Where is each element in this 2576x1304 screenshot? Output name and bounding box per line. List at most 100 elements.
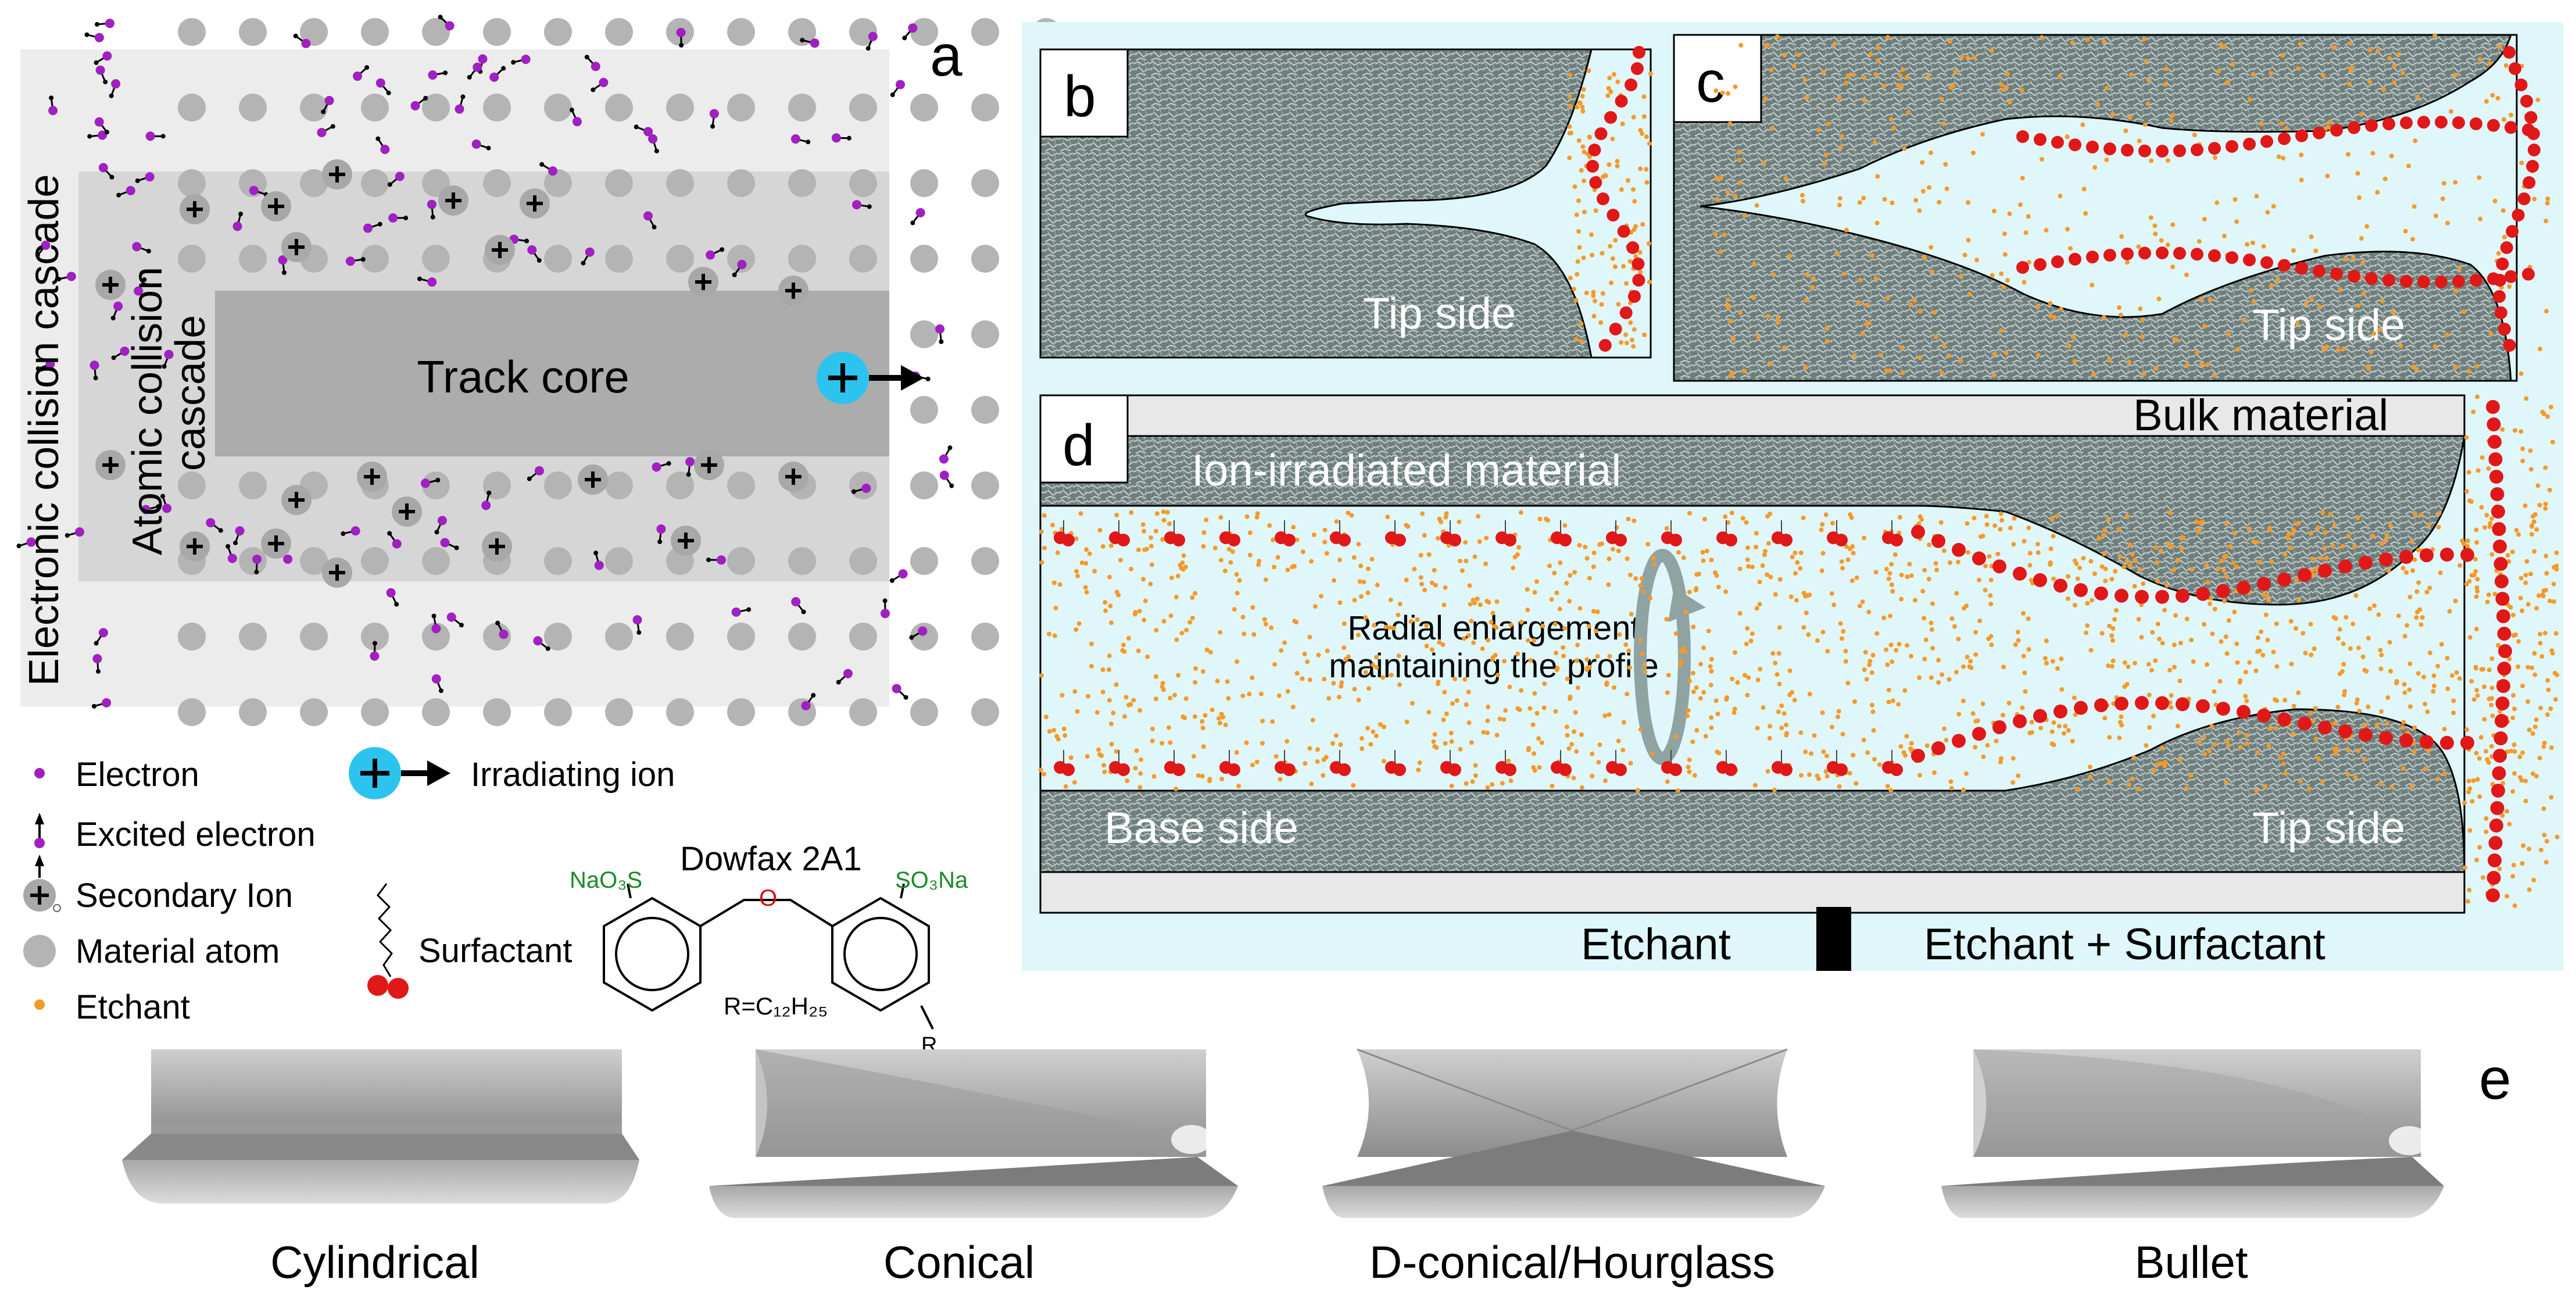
electron [345, 256, 355, 266]
electron [643, 211, 653, 221]
material-atom [788, 169, 816, 197]
material-atom [971, 169, 999, 197]
electron [632, 615, 642, 625]
legend-material-atom: Material atom [76, 933, 280, 970]
etchant-label: Etchant [1581, 920, 1731, 969]
panel-d: d Bulk material Ion-irradiated material … [1039, 391, 2466, 971]
bulk-material-top [1039, 394, 2466, 437]
electron [431, 674, 441, 684]
electron [499, 630, 509, 640]
electron [380, 145, 390, 155]
electron [386, 588, 396, 598]
material-atom [910, 169, 938, 197]
material-atom [910, 547, 938, 575]
electron [252, 554, 262, 564]
material-atom [910, 396, 938, 424]
electron [731, 607, 741, 617]
material-atom [849, 623, 877, 651]
panel-d-tip-side: Tip side [2252, 803, 2405, 853]
electron [908, 23, 918, 33]
material-atom [239, 18, 267, 46]
electron [145, 172, 155, 182]
atomic-cascade-label-line1: Atomic collision [124, 267, 171, 555]
bulk-material-label: Bulk material [2133, 391, 2388, 440]
panel-d-letter: d [1062, 413, 1095, 478]
electron [92, 653, 102, 663]
electron [98, 130, 108, 140]
dowfax-structure: Dowfax 2A1 O NaO₃S SO₃Na R=C₁₂H₂₅ R [570, 840, 968, 1058]
material-atom [666, 94, 694, 122]
material-atom-icon [23, 935, 56, 967]
dowfax-title: Dowfax 2A1 [680, 840, 862, 878]
material-atom [544, 18, 572, 46]
material-atom [178, 245, 206, 273]
electron [105, 19, 115, 28]
electron [868, 31, 878, 41]
excited-electrons [16, 15, 954, 710]
material-atom [178, 471, 206, 499]
material-atom [971, 547, 999, 575]
electron [48, 106, 58, 116]
surfactant-icon [367, 883, 409, 999]
material-atom [605, 94, 633, 122]
material-atom [361, 94, 389, 122]
material-atom [300, 169, 328, 197]
panel-b-tip-side: Tip side [1363, 289, 1516, 338]
panel-c-letter: c [1696, 49, 1725, 115]
electron [643, 127, 653, 137]
material-atom [239, 169, 267, 197]
electron [317, 127, 327, 137]
electron [935, 324, 944, 334]
material-atom [605, 169, 633, 197]
material-atom [544, 94, 572, 122]
material-atom [483, 698, 511, 726]
electron [473, 62, 482, 72]
material-atom [727, 18, 755, 46]
electron [440, 538, 450, 548]
etchant-divider [1816, 907, 1851, 971]
material-atom [544, 169, 572, 197]
material-atom [483, 471, 511, 499]
electron [249, 185, 259, 195]
material-atom [422, 94, 450, 122]
material-atom [971, 245, 999, 273]
material-atom [788, 547, 816, 575]
material-atoms [178, 18, 1060, 726]
material-atom [300, 94, 328, 122]
legend-electron: Electron [76, 756, 199, 794]
electron [392, 539, 402, 549]
electron [283, 554, 293, 564]
dowfax-left-group: NaO₃S [570, 867, 642, 893]
irradiating-ion-icon [349, 747, 450, 799]
material-atom [239, 623, 267, 651]
material-atom [727, 169, 755, 197]
material-atom [666, 245, 694, 273]
panel-b-material [1039, 48, 1593, 359]
material-atom [422, 547, 450, 575]
electron [375, 78, 385, 88]
electron [420, 478, 430, 488]
material-atom [544, 471, 572, 499]
material-atom [605, 698, 633, 726]
electron [861, 483, 871, 493]
electron [676, 27, 686, 37]
shape-dconical: D-conical/Hourglass [1322, 1048, 1825, 1288]
electron [410, 101, 420, 110]
electron [141, 505, 151, 515]
electron [98, 628, 108, 638]
electron [481, 501, 491, 510]
electron [915, 208, 925, 217]
panel-e-letter: e [2479, 1046, 2511, 1112]
material-atom [910, 18, 938, 46]
dowfax-r-formula: R=C₁₂H₂₅ [724, 992, 828, 1020]
shape-cylindrical: Cylindrical [122, 1049, 639, 1288]
material-atom [544, 547, 572, 575]
material-atom [178, 94, 206, 122]
electron [573, 117, 582, 127]
surfactant-molecules [1054, 46, 2541, 902]
etchant-icon [34, 999, 45, 1010]
material-atom [605, 245, 633, 273]
material-atom [239, 245, 267, 273]
secondary-ions [95, 159, 808, 588]
